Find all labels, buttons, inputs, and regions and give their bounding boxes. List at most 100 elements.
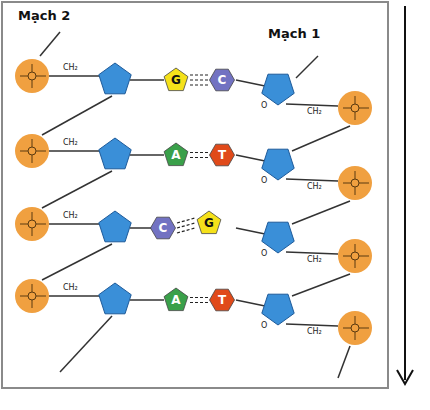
backbone-line (49, 295, 100, 297)
backbone-line (49, 75, 100, 77)
backbone-line (292, 201, 350, 224)
base-letter: G (163, 67, 189, 93)
bond (355, 112, 356, 120)
bond (32, 155, 33, 163)
bond (20, 151, 28, 152)
bond (32, 284, 33, 292)
backbone-line (292, 126, 350, 151)
phosphate-group (338, 91, 372, 125)
phosphorus-atom (351, 179, 359, 187)
frame (2, 2, 388, 388)
hydrogen-bond (190, 75, 208, 85)
bond (343, 256, 351, 257)
bond (20, 76, 28, 77)
bond (32, 64, 33, 72)
glycosidic-bond (130, 79, 164, 81)
phosphorus-atom (351, 104, 359, 112)
bond (355, 244, 356, 252)
glycosidic-bond (130, 154, 164, 156)
atom-label: O (260, 101, 268, 110)
bond (343, 328, 351, 329)
base-letter: A (163, 287, 189, 313)
bond (20, 296, 28, 297)
bond (32, 300, 33, 308)
bond (359, 108, 369, 109)
backbone-line (60, 316, 112, 372)
nucleotide-base: G (196, 210, 222, 236)
backbone-line (286, 179, 338, 181)
bond-dash (190, 84, 208, 85)
backbone-line (49, 150, 100, 152)
nucleotide-base: A (163, 142, 189, 168)
backbone-line (292, 274, 350, 296)
atom-label: CH₂ (306, 107, 323, 116)
phosphate-group (15, 207, 49, 241)
backbone-line (42, 244, 112, 280)
atom-label: CH₂ (62, 138, 79, 147)
glycosidic-bond (130, 299, 164, 301)
bond (32, 139, 33, 147)
bond (359, 183, 369, 184)
nucleotide-base: G (163, 67, 189, 93)
base-letter: T (209, 287, 235, 313)
bond (355, 332, 356, 340)
backbone-line (286, 252, 338, 254)
bond-dash (177, 228, 195, 233)
bond (355, 187, 356, 195)
atom-label: O (260, 321, 268, 330)
phosphate-group (15, 279, 49, 313)
backbone (15, 32, 372, 378)
deoxyribose-sugar (99, 138, 131, 169)
atom-label: CH₂ (306, 182, 323, 191)
backbone-line (40, 32, 60, 56)
bond-dash (177, 223, 195, 228)
bond-dash (190, 74, 208, 75)
atom-label: O (260, 249, 268, 258)
hydrogen-bond (190, 298, 208, 303)
phosphorus-atom (351, 324, 359, 332)
backbone-line (49, 223, 100, 225)
bond (32, 228, 33, 236)
deoxyribose-sugar (99, 211, 131, 242)
phosphorus-atom (28, 147, 36, 155)
bond (343, 108, 351, 109)
bond (355, 171, 356, 179)
phosphate-group (338, 166, 372, 200)
phosphate-group (338, 311, 372, 345)
direction-arrow (404, 6, 406, 380)
glycosidic-bond (236, 80, 265, 86)
nucleotide-base: C (209, 67, 235, 93)
phosphorus-atom (28, 292, 36, 300)
direction-arrowhead (397, 370, 413, 384)
base-letter: C (150, 215, 176, 241)
bond-dash (190, 157, 208, 158)
strand-label: Mạch 2 (18, 8, 70, 23)
phosphate-group (338, 239, 372, 273)
atom-label: CH₂ (62, 283, 79, 292)
atom-label: CH₂ (306, 255, 323, 264)
bond-dash (190, 302, 208, 303)
base-letter: G (196, 210, 222, 236)
bond (20, 224, 28, 225)
bond (36, 296, 46, 297)
bond (36, 224, 46, 225)
glycosidic-bond (236, 228, 265, 234)
deoxyribose-sugar (99, 283, 131, 314)
bond-dash (190, 79, 208, 80)
bond-dash (190, 152, 208, 153)
atom-label: CH₂ (306, 327, 323, 336)
base-letter: A (163, 142, 189, 168)
glycosidic-bond (236, 300, 265, 306)
bond (355, 260, 356, 268)
bond (355, 316, 356, 324)
hydrogen-bond (177, 218, 195, 233)
phosphate-group (15, 59, 49, 93)
bond (359, 328, 369, 329)
bond (343, 183, 351, 184)
hydrogen-bond (190, 153, 208, 158)
nucleotide-base: T (209, 142, 235, 168)
phosphorus-atom (351, 252, 359, 260)
bond (36, 76, 46, 77)
